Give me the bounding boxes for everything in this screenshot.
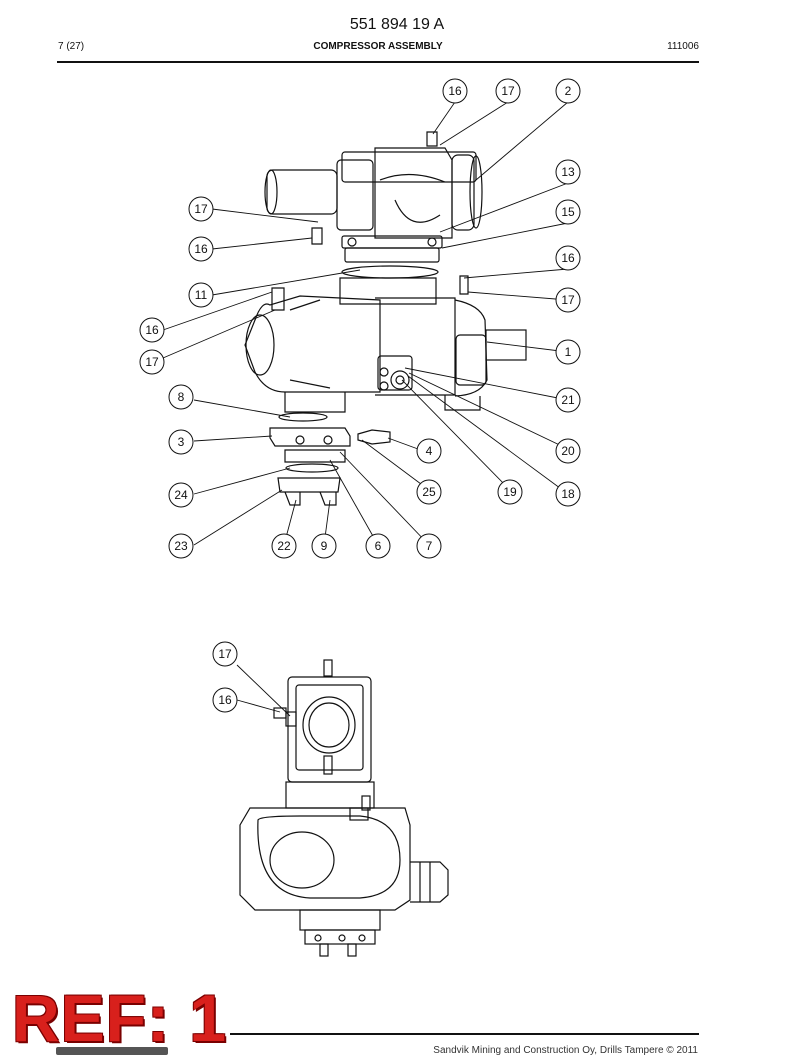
callout-16: 16: [442, 78, 468, 104]
page-title: COMPRESSOR ASSEMBLY: [313, 41, 443, 52]
callout-1: 1: [555, 339, 581, 365]
footer-copyright: Sandvik Mining and Construction Oy, Dril…: [433, 1045, 698, 1056]
callout-4: 4: [416, 438, 442, 464]
callout-2: 2: [555, 78, 581, 104]
callout-17: 17: [555, 287, 581, 313]
callout-16: 16: [139, 317, 165, 343]
callout-label: 25: [422, 485, 436, 499]
callout-label: 4: [426, 444, 433, 458]
callout-24: 24: [168, 482, 194, 508]
callout-17: 17: [212, 641, 238, 667]
compressor-illustration-bottom: [239, 659, 449, 957]
callout-16: 16: [212, 687, 238, 713]
callout-label: 20: [561, 444, 575, 458]
callout-11: 11: [188, 282, 214, 308]
callout-18: 18: [555, 481, 581, 507]
callout-label: 6: [375, 539, 382, 553]
callout-label: 13: [561, 165, 575, 179]
callout-13: 13: [555, 159, 581, 185]
callout-22: 22: [271, 533, 297, 559]
compressor-illustration-top: [244, 131, 527, 506]
logo: [56, 1047, 168, 1055]
callout-label: 16: [218, 693, 232, 707]
callout-label: 17: [194, 202, 208, 216]
callout-label: 16: [145, 323, 159, 337]
callout-label: 19: [503, 485, 517, 499]
callout-15: 15: [555, 199, 581, 225]
callout-9: 9: [311, 533, 337, 559]
callout-21: 21: [555, 387, 581, 413]
callout-label: 1: [565, 345, 572, 359]
callout-label: 21: [561, 393, 575, 407]
callout-16: 16: [188, 236, 214, 262]
page-number: 7 (27): [58, 41, 85, 52]
date-code: 111006: [667, 41, 699, 52]
callout-label: 8: [178, 390, 185, 404]
callout-label: 16: [561, 251, 575, 265]
callout-label: 11: [195, 288, 208, 302]
callout-label: 9: [321, 539, 328, 553]
callout-6: 6: [365, 533, 391, 559]
callout-7: 7: [416, 533, 442, 559]
callout-label: 17: [145, 355, 159, 369]
callout-label: 22: [277, 539, 291, 553]
callout-label: 17: [561, 293, 575, 307]
callout-label: 17: [218, 647, 232, 661]
reference-stamp: REF: 1: [12, 981, 228, 1055]
callout-19: 19: [497, 479, 523, 505]
callout-label: 16: [448, 84, 462, 98]
callout-17: 17: [495, 78, 521, 104]
footer-rule: [230, 1033, 699, 1035]
callout-25: 25: [416, 479, 442, 505]
callout-label: 17: [501, 84, 515, 98]
callout-17: 17: [188, 196, 214, 222]
callout-label: 18: [561, 487, 575, 501]
callout-23: 23: [168, 533, 194, 559]
callout-label: 16: [194, 242, 208, 256]
callout-3: 3: [168, 429, 194, 455]
callout-8: 8: [168, 384, 194, 410]
callout-label: 24: [174, 488, 188, 502]
callout-20: 20: [555, 438, 581, 464]
callout-bubbles: 16 17 2 13 17 15 16 16 11 17 16 1 17 8 2…: [139, 78, 581, 713]
callout-label: 2: [565, 84, 572, 98]
callout-16: 16: [555, 245, 581, 271]
leader-lines: [162, 101, 569, 717]
document-number: 551 894 19 A: [349, 16, 445, 33]
callout-label: 15: [561, 205, 575, 219]
callout-label: 7: [426, 539, 433, 553]
callout-label: 23: [174, 539, 188, 553]
callout-label: 3: [178, 435, 185, 449]
callout-17: 17: [139, 349, 165, 375]
header-rule: [57, 61, 699, 63]
